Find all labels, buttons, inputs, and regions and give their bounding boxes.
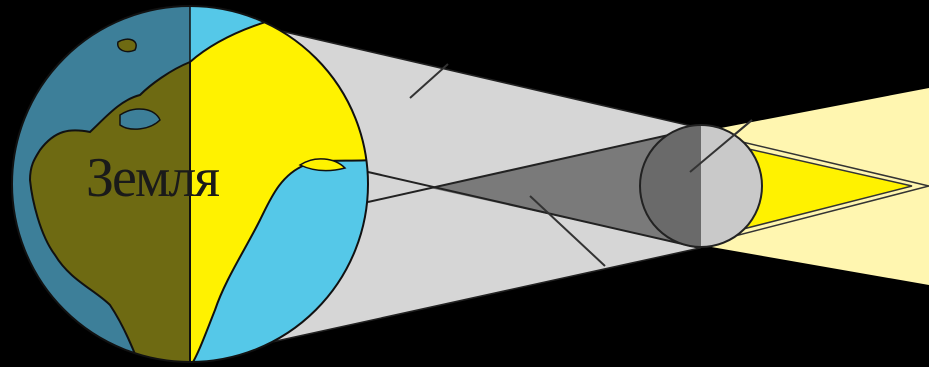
earth-label: Земля	[86, 150, 218, 206]
moon	[640, 125, 762, 247]
earth-island	[118, 39, 136, 51]
